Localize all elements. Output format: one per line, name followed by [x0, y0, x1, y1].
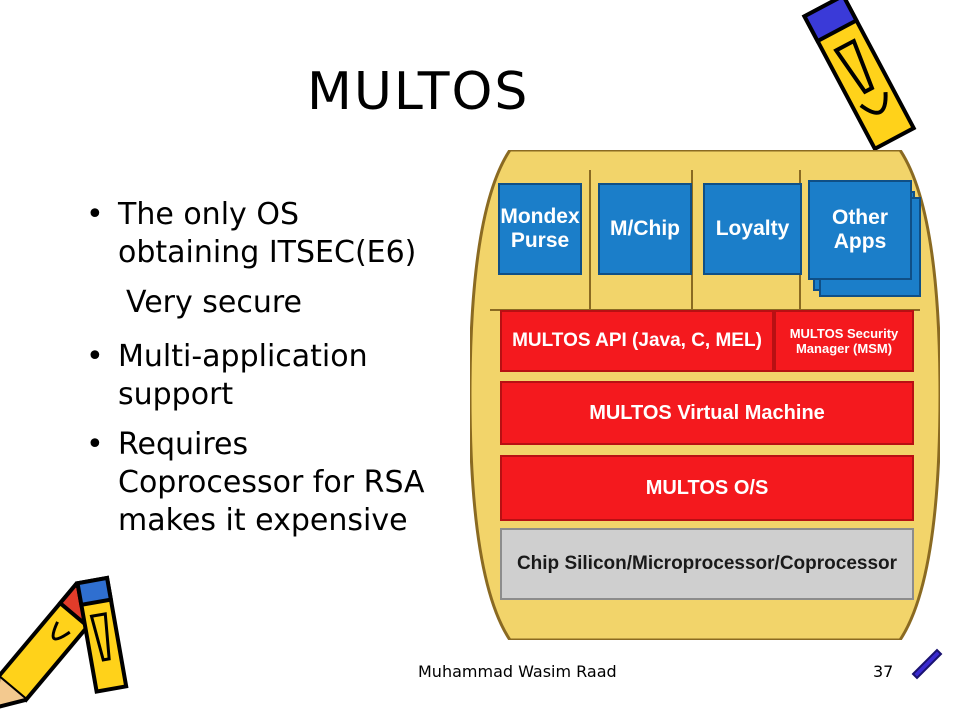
app-mondex-purse: Mondex Purse [498, 183, 582, 275]
footer-author: Muhammad Wasim Raad [418, 662, 617, 681]
bullet-text: Requires Coprocessor for RSA makes it ex… [118, 427, 425, 538]
bullet-item: • The only OS obtaining ITSEC(E6) [86, 196, 426, 272]
multos-architecture-diagram: Mondex Purse M/Chip Loyalty Other Apps M… [470, 150, 940, 640]
slide-title: MULTOS [307, 62, 530, 122]
sub-bullet: Very secure [126, 285, 303, 320]
bullet-glyph: • [86, 339, 104, 374]
bullet-text: The only OS obtaining ITSEC(E6) [118, 197, 417, 270]
bullet-list: • The only OS obtaining ITSEC(E6) Very s… [86, 196, 426, 540]
bullet-item: • Requires Coprocessor for RSA makes it … [86, 426, 426, 540]
pencil-tip-clipart [911, 648, 943, 680]
layer-multos-api: MULTOS API (Java, C, MEL) [500, 310, 774, 372]
app-other-apps: Other Apps [808, 180, 912, 280]
bullet-text: Multi-application support [118, 339, 368, 412]
app-loyalty: Loyalty [703, 183, 802, 275]
layer-security-manager: MULTOS Security Manager (MSM) [774, 310, 914, 372]
pencil-clipart-top-right [801, 0, 917, 152]
bullet-item: • Multi-application support [86, 338, 426, 414]
bullet-glyph: • [86, 427, 104, 462]
app-m-chip: M/Chip [598, 183, 692, 275]
page-number: 37 [873, 662, 894, 681]
layer-chip-silicon: Chip Silicon/Microprocessor/Coprocessor [500, 528, 914, 600]
pencil-clipart-bottom-left [0, 575, 129, 711]
layer-multos-os: MULTOS O/S [500, 455, 914, 521]
layer-multos-virtual-machine: MULTOS Virtual Machine [500, 381, 914, 445]
bullet-glyph: • [86, 197, 104, 232]
